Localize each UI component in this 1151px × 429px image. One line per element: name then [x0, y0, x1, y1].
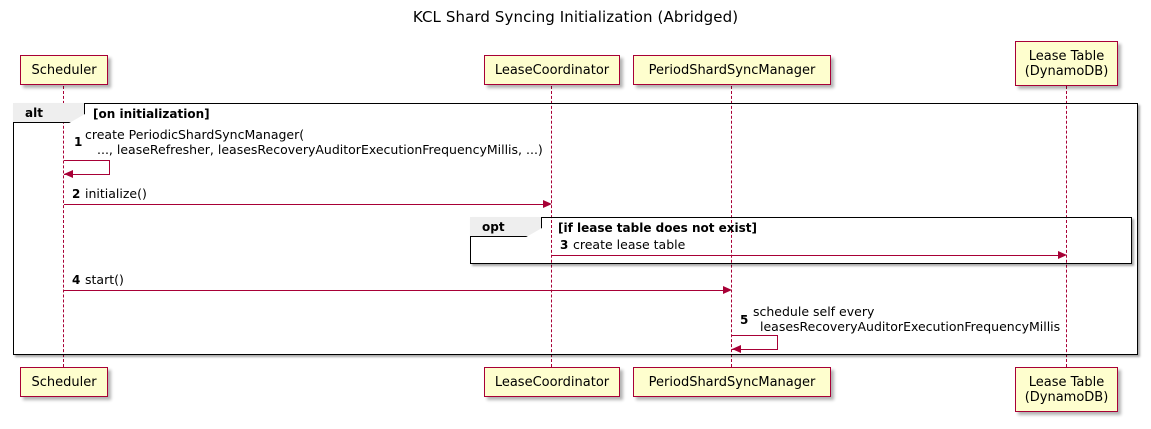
participant-period-shard-sync-manager-label-top: PeriodShardSyncManager	[648, 62, 816, 78]
participant-lease-coordinator-label-bottom: LeaseCoordinator	[494, 374, 610, 390]
participant-lease-coordinator-top[interactable]: LeaseCoordinator	[484, 55, 620, 85]
diagram-title: KCL Shard Syncing Initialization (Abridg…	[412, 8, 739, 26]
fragment-opt	[470, 217, 1132, 264]
message-5-text-line-1: schedule self every	[753, 304, 875, 319]
message-5-number: 5	[740, 313, 749, 327]
fragment-alt-operator-tab: alt	[13, 103, 85, 123]
participant-lease-coordinator-bottom[interactable]: LeaseCoordinator	[484, 367, 620, 397]
participant-lease-table-top[interactable]: Lease Table (DynamoDB)	[1015, 41, 1118, 86]
participant-lease-table-label-top-line-2: (DynamoDB)	[1024, 63, 1109, 79]
message-2-number: 2	[72, 187, 81, 201]
message-5-arrowhead	[732, 345, 741, 353]
participant-scheduler-label-top: Scheduler	[31, 62, 97, 78]
message-2-line	[64, 204, 543, 205]
message-4-text: start()	[85, 272, 124, 287]
message-3-text: create lease table	[573, 237, 686, 252]
lifeline-scheduler	[63, 86, 64, 367]
participant-lease-table-label-bottom-line-2: (DynamoDB)	[1024, 389, 1109, 405]
message-4-number: 4	[72, 273, 81, 287]
participant-scheduler-top[interactable]: Scheduler	[20, 55, 108, 85]
participant-scheduler-label-bottom: Scheduler	[31, 374, 97, 390]
fragment-opt-guard: [if lease table does not exist]	[558, 221, 758, 235]
lifeline-lease-coordinator	[551, 86, 552, 367]
message-2-text: initialize()	[85, 186, 147, 201]
participant-period-shard-sync-manager-top[interactable]: PeriodShardSyncManager	[633, 55, 831, 85]
message-3-arrowhead	[1058, 251, 1067, 259]
message-3-number: 3	[560, 238, 569, 252]
lifeline-lease-table	[1066, 86, 1067, 367]
participant-lease-table-label-top-line-1: Lease Table	[1028, 48, 1105, 64]
participant-lease-table-bottom[interactable]: Lease Table (DynamoDB)	[1015, 367, 1118, 412]
message-2-arrowhead	[543, 200, 552, 208]
fragment-alt-guard: [on initialization]	[93, 107, 210, 121]
participant-period-shard-sync-manager-bottom[interactable]: PeriodShardSyncManager	[633, 367, 831, 397]
message-4-line	[64, 290, 723, 291]
fragment-alt-operator-label: alt	[25, 105, 43, 120]
message-1-arrowhead	[64, 170, 73, 178]
message-1-number: 1	[74, 135, 83, 149]
message-1-self-loop	[64, 160, 110, 175]
participant-scheduler-bottom[interactable]: Scheduler	[20, 367, 108, 397]
message-4-arrowhead	[723, 286, 732, 294]
message-1-text-line-2: ..., leaseRefresher, leasesRecoveryAudit…	[97, 142, 543, 157]
participant-lease-coordinator-label-top: LeaseCoordinator	[494, 62, 610, 78]
message-5-self-loop	[732, 335, 778, 350]
message-5-text-line-2: leasesRecoveryAuditorExecutionFrequencyM…	[760, 319, 1061, 334]
fragment-opt-operator-tab: opt	[470, 217, 542, 237]
participant-period-shard-sync-manager-label-bottom: PeriodShardSyncManager	[648, 374, 816, 390]
participant-lease-table-label-bottom-line-1: Lease Table	[1028, 374, 1105, 390]
fragment-alt	[13, 103, 1138, 355]
lifeline-period-shard-sync-manager	[731, 86, 732, 367]
message-1-text-line-1: create PeriodicShardSyncManager(	[85, 127, 305, 142]
fragment-opt-operator-label: opt	[482, 219, 505, 234]
message-3-line	[552, 255, 1058, 256]
